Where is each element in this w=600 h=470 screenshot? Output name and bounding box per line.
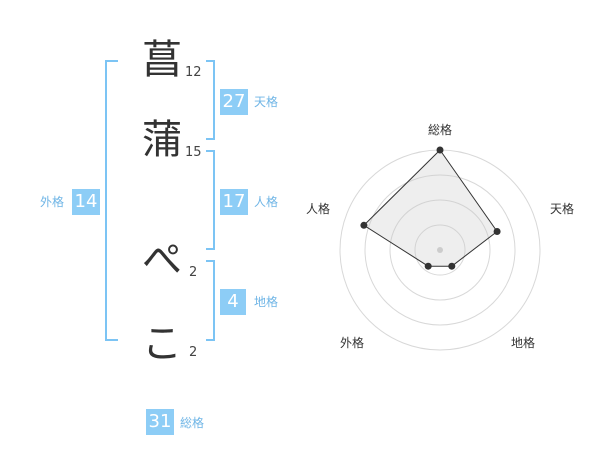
jinkaku-label: 人格 — [254, 195, 279, 209]
gaikaku-bracket — [105, 60, 118, 341]
chikaku-badge: 4 — [220, 289, 246, 315]
tenkaku-bracket — [206, 60, 215, 140]
name-char-3: ぺ — [142, 237, 182, 283]
soukaku-badge: 31 — [146, 409, 174, 435]
tenkaku-badge: 27 — [220, 89, 248, 115]
radar-label-soukaku: 総格 — [428, 123, 453, 137]
jinkaku-badge: 17 — [220, 189, 248, 215]
radar-point-3 — [448, 262, 456, 270]
radar-ring-3 — [364, 174, 516, 326]
radar-point-4 — [424, 262, 432, 270]
radar-point-2 — [493, 228, 501, 235]
name-char-1: 菖 — [142, 37, 182, 83]
tenkaku-label: 天格 — [254, 95, 279, 109]
name-char-2: 蒲 — [142, 117, 182, 163]
radar-label-jinkaku: 人格 — [306, 202, 331, 216]
name-char-4: こ — [142, 321, 182, 367]
gaikaku-label: 外格 — [40, 195, 65, 209]
chikaku-bracket — [206, 260, 215, 341]
gaikaku-badge: 14 — [72, 189, 100, 215]
stroke-count-2: 15 — [185, 145, 202, 160]
radar-center-dot — [437, 247, 443, 253]
soukaku-label: 総格 — [180, 416, 205, 430]
radar-label-gaikaku: 外格 — [340, 336, 365, 350]
radar-ring-2 — [389, 199, 491, 301]
stroke-count-4: 2 — [189, 345, 198, 360]
radar-point-1 — [436, 146, 444, 154]
radar-ring-1 — [414, 224, 466, 276]
chikaku-label: 地格 — [254, 295, 279, 309]
jinkaku-bracket — [206, 150, 215, 250]
radar-label-tenkaku: 天格 — [550, 202, 575, 216]
stroke-count-1: 12 — [185, 65, 202, 80]
radar-polygon — [363, 149, 498, 267]
radar-label-chikaku: 地格 — [511, 336, 536, 350]
radar-point-5 — [360, 221, 368, 229]
stroke-count-3: 2 — [189, 265, 198, 280]
